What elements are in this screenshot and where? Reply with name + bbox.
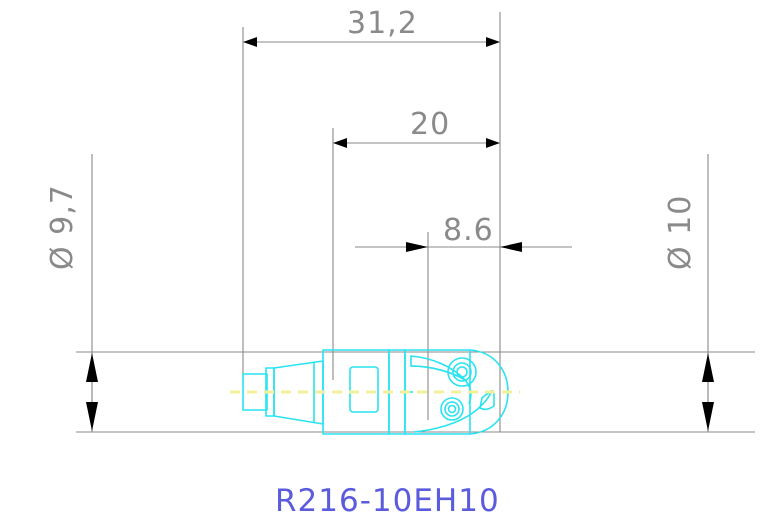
tool-gash-lower [413,389,493,433]
insert-width-arrowheads [406,242,522,252]
arrowhead-10-bottom [702,402,714,431]
tool-screw-boss-upper-outer [447,357,477,387]
tool-screw-boss-lower-mid [444,401,460,417]
tool-screw-head-lower [447,404,457,414]
extension-lines [76,12,755,433]
arrowhead-97-top [86,353,98,382]
arrowhead-97-bottom [86,402,98,431]
part-label: R216-10EH10 [275,483,500,519]
dim-text-head-length: 20 [410,107,450,142]
tool-screw-boss-lower-outer [440,397,464,421]
arrowhead-86-left [406,242,428,252]
arrowhead-10-top [702,353,714,382]
dim-text-shank-diameter: Ø 9,7 [45,184,80,270]
dim-text-overall-length: 31,2 [347,6,418,41]
dimension-lines [91,37,709,431]
vertical-arrowheads [86,353,714,431]
dim-text-insert-width: 8.6 [443,213,494,248]
dim-text-cutting-diameter: Ø 10 [663,195,698,270]
tool-screw-boss-upper-mid [452,362,472,382]
tool-geometry [242,349,509,435]
tool-flute-curve [410,365,472,405]
arrowhead-86-right [500,242,522,252]
tool-shank-flat [349,366,379,413]
tool-screw-head-upper [456,366,468,378]
tool-insert-corner [479,391,495,411]
